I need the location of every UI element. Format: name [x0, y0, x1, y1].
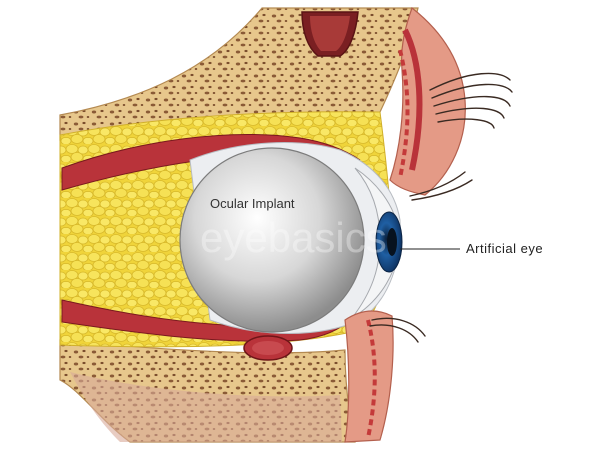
upper-eyelashes: [409, 72, 513, 201]
lower-eyelashes: [369, 317, 426, 343]
lower-eyelid: [344, 310, 394, 443]
watermark: eyebasics: [200, 214, 387, 261]
ocular-implant-label: Ocular Implant: [210, 196, 295, 211]
ocular-implant-sphere: [179, 147, 365, 333]
artificial-eye-label: Artificial eye: [466, 241, 543, 256]
